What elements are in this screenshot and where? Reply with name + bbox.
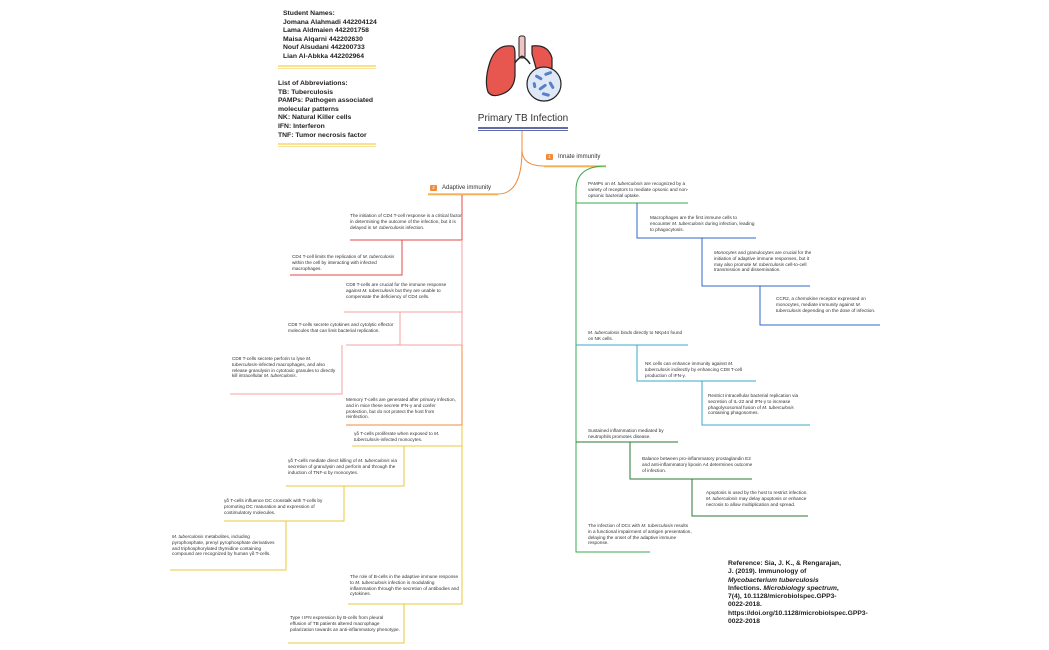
- note-b-cells[interactable]: The role of B-cells in the adaptive immu…: [350, 574, 459, 597]
- note-gd-dc-crosstalk[interactable]: γδ T-cells influence DC crosstalk with T…: [224, 498, 323, 515]
- note-gd-killing[interactable]: γδ T-cells mediate direct killing of M. …: [288, 458, 397, 475]
- branch-label: Adaptive immunity: [442, 185, 492, 191]
- branch-adaptive-immunity[interactable]: 2 Adaptive immunity: [430, 185, 491, 191]
- note-cd8-perforin[interactable]: CD8 T-cells secrete perforin to lyse M. …: [232, 356, 336, 379]
- note-cd4-initiation[interactable]: The initiation of CD4 T-cell response is…: [350, 213, 462, 230]
- note-apoptosis[interactable]: Apoptosis is used by the host to restric…: [706, 490, 808, 507]
- note-dcs[interactable]: The infection of DCs with M. tuberculosi…: [588, 523, 692, 546]
- student-name: Maisa Alqarni 442202630: [283, 35, 363, 43]
- student-name: Nouf Alsudani 442200733: [283, 44, 365, 52]
- note-cd8-crucial[interactable]: CD8 T-cells are crucial for the immune r…: [346, 282, 447, 299]
- note-monocytes[interactable]: Monocytes and granulocytes are crucial f…: [714, 250, 812, 273]
- note-nk-cells[interactable]: NK cells can enhance immunity against M.…: [645, 361, 743, 378]
- note-neutrophils[interactable]: Sustained inflammation mediated by neutr…: [588, 428, 664, 439]
- note-balance[interactable]: Balance between pro-inflammatory prostag…: [642, 456, 753, 473]
- student-name: Lian Al-Abkka 442202964: [283, 52, 364, 60]
- student-names-heading: Student Names:: [283, 10, 335, 17]
- branch-label: Innate immunity: [558, 154, 601, 160]
- abbreviations-list: List of Abbreviations: TB: Tuberculosis …: [278, 80, 382, 140]
- note-memory-t-cells[interactable]: Memory T-cells are generated after prima…: [346, 397, 456, 420]
- student-name: Jomana Alahmadi 442204124: [283, 18, 377, 26]
- note-cd8-secrete[interactable]: CD8 T-cells secrete cytokines and cytoly…: [288, 322, 394, 333]
- abbreviation-item: TB: Tuberculosis: [278, 88, 334, 96]
- branch-number-badge: 1: [546, 154, 553, 160]
- note-restrict-replication[interactable]: Restrict intracellular bacterial replica…: [708, 393, 799, 416]
- student-names: Student Names: Jomana Alahmadi 442204124…: [283, 10, 377, 62]
- branch-number-badge: 2: [430, 185, 437, 191]
- note-ccr2[interactable]: CCR2, a chemokine receptor expressed on …: [776, 296, 876, 313]
- note-pamps[interactable]: PAMPs on M. tuberculosis are recognized …: [588, 181, 689, 198]
- note-metabolites[interactable]: M. tuberculosis metabolites, including p…: [172, 534, 275, 557]
- branch-innate-immunity[interactable]: 1 Innate immunity: [546, 154, 600, 160]
- abbreviation-item: IFN: Interferon: [278, 122, 325, 130]
- lungs-icon: [485, 35, 562, 102]
- abbreviation-item: TNF: Tumor necrosis factor: [278, 131, 367, 139]
- abbreviation-item: NK: Natural Killer cells: [278, 114, 352, 122]
- student-name: Lama Aldmaien 442201758: [283, 27, 369, 35]
- note-macrophages[interactable]: Macrophages are the first immune cells t…: [650, 215, 755, 232]
- reference-citation: Reference: Sia, J. K., & Rengarajan, J. …: [728, 560, 868, 626]
- note-type1-ifn[interactable]: Type I IFN expression by B-cells from pl…: [290, 615, 400, 632]
- abbreviation-item: PAMPs: Pathogen associated molecular pat…: [278, 97, 374, 113]
- note-nkp44[interactable]: M. tuberculosis binds directly to NKp44 …: [588, 330, 683, 341]
- note-cd4-limits[interactable]: CD4 T-cell limits the replication of M. …: [292, 254, 395, 271]
- abbreviations-heading: List of Abbreviations:: [278, 80, 348, 87]
- note-gd-proliferate[interactable]: γδ T-cells proliferate when exposed to M…: [354, 431, 440, 442]
- mind-map-title[interactable]: Primary TB Infection: [477, 113, 569, 124]
